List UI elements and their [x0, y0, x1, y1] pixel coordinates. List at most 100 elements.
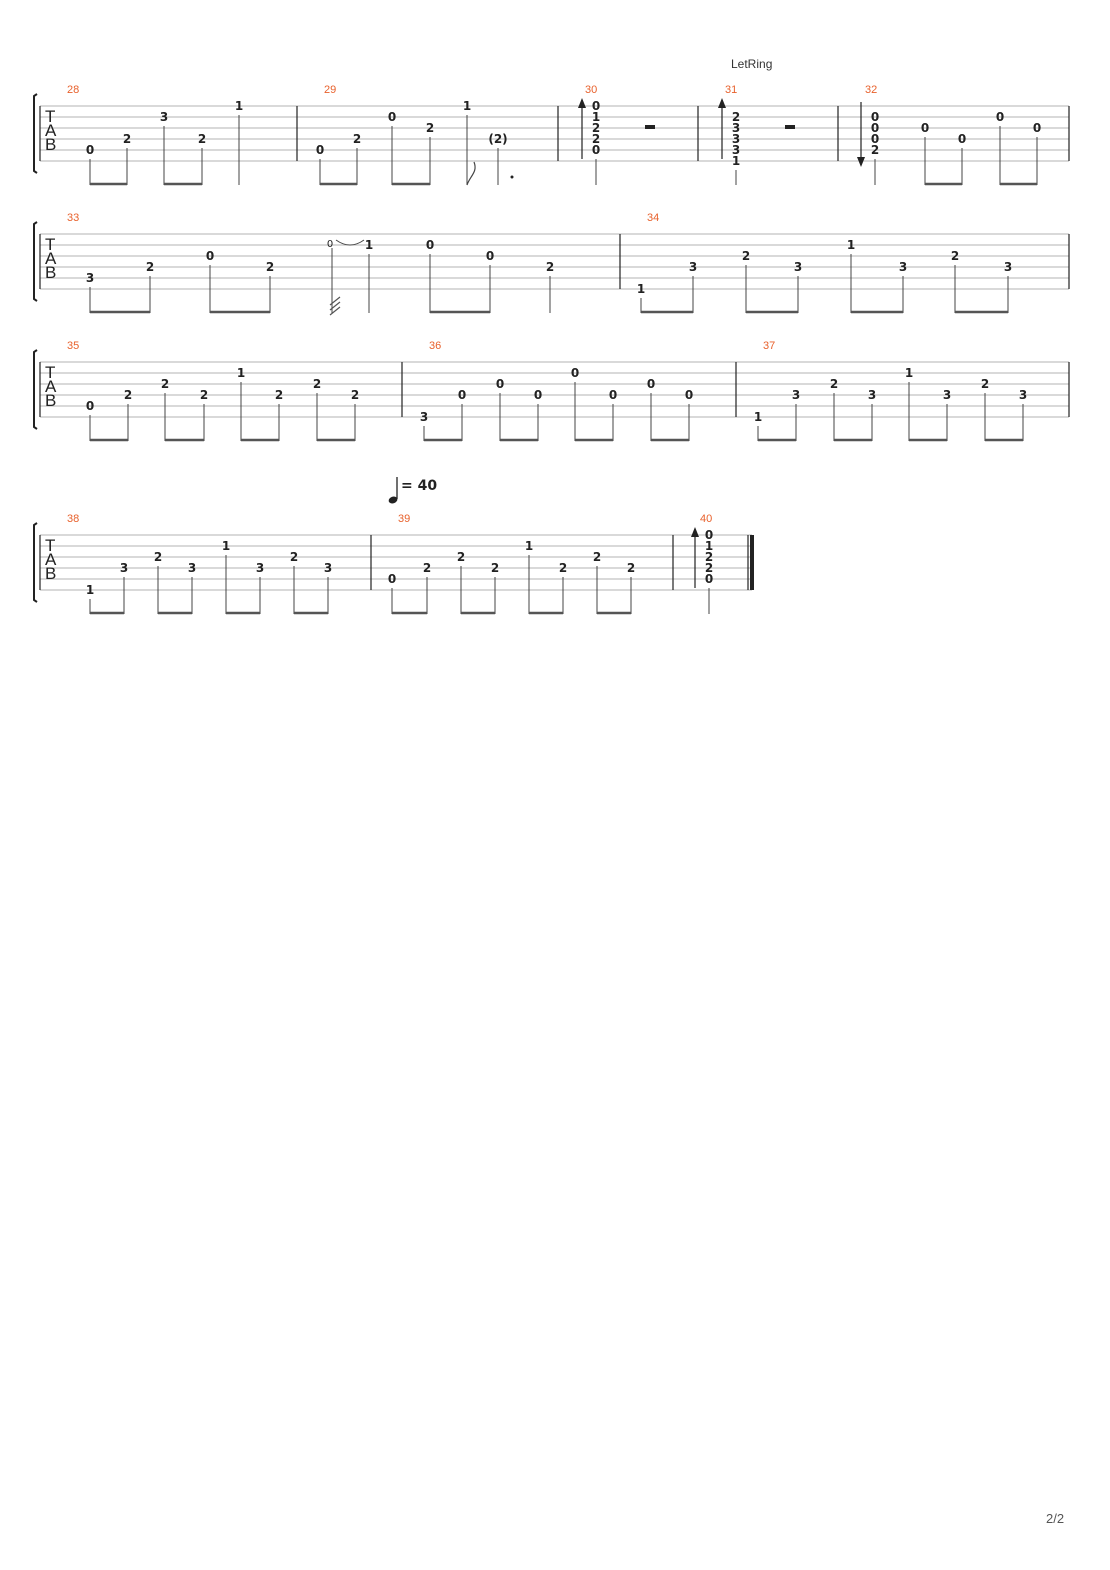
fret-number: 2	[559, 561, 567, 575]
staff-system-1: TAB28023212902021(2)30012203123331320002…	[33, 84, 1070, 186]
tremolo-stroke	[329, 306, 341, 316]
fret-number: 2	[123, 132, 131, 146]
staff-bracket	[33, 93, 38, 174]
fret-number: 3	[120, 561, 128, 575]
fret-number: 2	[491, 561, 499, 575]
fret-number: 2	[146, 260, 154, 274]
fret-number: 2	[200, 388, 208, 402]
staff-bracket	[33, 349, 38, 430]
fret-number: 2	[313, 377, 321, 391]
fret-number: 2	[627, 561, 635, 575]
fret-number: 0	[86, 399, 94, 413]
fret-number: 2	[546, 260, 554, 274]
fret-number: 3	[732, 143, 740, 157]
fret-number: 2	[981, 377, 989, 391]
fret-number: 1	[905, 366, 913, 380]
arrow-head	[691, 527, 699, 537]
fret-number: 2	[266, 260, 274, 274]
fret-number: 1	[365, 238, 373, 252]
strum-down-arrow-icon	[857, 102, 865, 167]
fret-number: 0	[647, 377, 655, 391]
fret-number: 2	[705, 550, 713, 564]
fret-number: 0	[705, 528, 713, 542]
fret-number: 1	[592, 110, 600, 124]
fret-number: (2)	[488, 132, 507, 146]
measure-number: 34	[647, 212, 659, 224]
tab-clef-letter: A	[45, 377, 57, 396]
fret-number: 0	[871, 110, 879, 124]
fret-number: 2	[742, 249, 750, 263]
fret-number: 1	[237, 366, 245, 380]
tempo-text: = 40	[401, 478, 437, 494]
staves: TAB28023212902021(2)30012203123331320002…	[33, 84, 1070, 615]
tab-clef-letter: T	[45, 536, 55, 555]
fret-number: 3	[160, 110, 168, 124]
arrow-head	[857, 157, 865, 167]
tab-clef-letter: B	[45, 391, 56, 410]
let-ring-label: LetRing	[731, 57, 772, 71]
fret-number: 2	[351, 388, 359, 402]
fret-number: 3	[689, 260, 697, 274]
fret-number: 3	[1019, 388, 1027, 402]
grace-note: 0	[327, 239, 333, 250]
fret-number: 0	[496, 377, 504, 391]
fret-number: 0	[1033, 121, 1041, 135]
fret-number: 0	[685, 388, 693, 402]
measure-number: 30	[585, 84, 597, 96]
tab-clef-letter: A	[45, 249, 57, 268]
tab-clef-letter: B	[45, 135, 56, 154]
fret-number: 2	[124, 388, 132, 402]
arrow-head	[578, 98, 586, 108]
tremolo-stroke	[329, 301, 341, 311]
tab-clef-letter: T	[45, 235, 55, 254]
tempo-marking: = 40	[388, 477, 437, 504]
fret-number: 0	[316, 143, 324, 157]
tab-clef-letter: T	[45, 363, 55, 382]
fret-number: 0	[592, 99, 600, 113]
fret-number: 1	[705, 539, 713, 553]
fret-number: 1	[235, 99, 243, 113]
fret-number: 0	[388, 572, 396, 586]
fret-number: 2	[593, 550, 601, 564]
fret-number: 2	[592, 132, 600, 146]
fret-number: 3	[899, 260, 907, 274]
tab-clef-letter: B	[45, 564, 56, 583]
half-rest	[785, 125, 795, 129]
measure-number: 39	[398, 513, 410, 525]
staff-bracket	[33, 522, 38, 603]
strum-up-arrow-icon	[691, 527, 699, 588]
fret-number: 3	[732, 132, 740, 146]
page-number: 2/2	[1046, 1511, 1064, 1526]
half-rest	[645, 125, 655, 129]
strum-up-arrow-icon	[578, 98, 586, 159]
fret-number: 0	[871, 132, 879, 146]
fret-number: 3	[86, 271, 94, 285]
fret-number: 1	[847, 238, 855, 252]
fret-number: 0	[609, 388, 617, 402]
tremolo-stroke	[329, 296, 341, 306]
fret-number: 2	[732, 110, 740, 124]
fret-number: 2	[198, 132, 206, 146]
slur	[335, 239, 365, 246]
measure-number: 35	[67, 340, 79, 352]
tab-clef-letter: T	[45, 107, 55, 126]
final-barline-thick	[750, 535, 754, 590]
measure-number: 33	[67, 212, 79, 224]
fret-number: 2	[275, 388, 283, 402]
measure-number: 32	[865, 84, 877, 96]
fret-number: 0	[486, 249, 494, 263]
fret-number: 1	[222, 539, 230, 553]
fret-number: 3	[1004, 260, 1012, 274]
measure-number: 37	[763, 340, 775, 352]
quarter-note-icon	[388, 496, 398, 504]
fret-number: 2	[592, 121, 600, 135]
strum-up-arrow-icon	[718, 98, 726, 159]
fret-number: 0	[921, 121, 929, 135]
fret-number: 0	[958, 132, 966, 146]
fret-number: 0	[705, 572, 713, 586]
fret-number: 0	[571, 366, 579, 380]
tab-clef-letter: B	[45, 263, 56, 282]
